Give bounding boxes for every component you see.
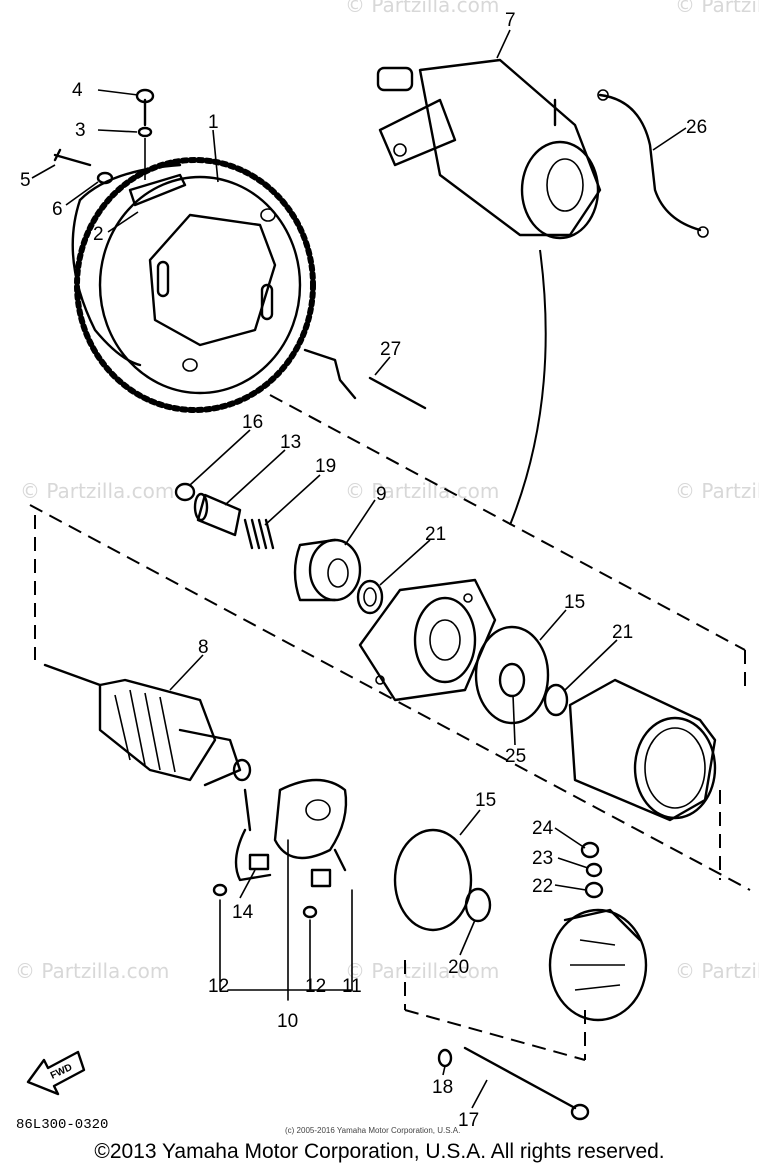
callout-16: 16 — [242, 412, 263, 433]
starter-motor-assembly — [376, 58, 602, 240]
watermark-text: © Partzilla.com — [20, 479, 174, 503]
callout-25: 25 — [505, 746, 526, 767]
oil-seal — [498, 662, 526, 698]
callout-5: 5 — [20, 170, 31, 191]
o-ring — [474, 625, 550, 725]
watermark-text: © Partzilla.com — [15, 959, 169, 983]
armature — [43, 663, 252, 787]
lead-wire — [598, 93, 702, 232]
watermark-text: © Partzilla.com — [675, 959, 759, 983]
callout-7: 7 — [505, 10, 516, 31]
washer — [584, 881, 604, 899]
callout-8: 8 — [198, 637, 209, 658]
watermark-text: © Partzilla.com — [675, 0, 759, 17]
callout-18: 18 — [432, 1077, 453, 1098]
callout-2: 2 — [93, 224, 104, 245]
pinion-clutch — [293, 538, 362, 602]
callout-10: 10 — [277, 1011, 298, 1032]
circlip — [174, 482, 196, 502]
footer-copyright: ©2013 Yamaha Motor Corporation, U.S.A. A… — [94, 1140, 665, 1163]
rear-cover — [548, 908, 648, 1022]
long-bolt — [463, 1046, 590, 1121]
o-ring — [393, 828, 473, 932]
callout-12: 12 — [208, 976, 229, 997]
washer — [543, 683, 569, 717]
callout-14: 14 — [232, 902, 254, 923]
nut — [580, 841, 600, 859]
washer — [585, 862, 603, 878]
group-bracket — [219, 839, 353, 1001]
small-copyright: (c) 2005-2016 Yamaha Motor Corporation, … — [285, 1126, 460, 1135]
washer — [356, 579, 384, 615]
explode-outline — [29, 249, 751, 1061]
callout-27: 27 — [380, 339, 401, 360]
callout-13: 13 — [280, 432, 301, 453]
callout-24: 24 — [532, 818, 554, 839]
callout-23: 23 — [532, 848, 553, 869]
callout-15: 15 — [475, 790, 496, 811]
diagram-code: 86L300-0320 — [16, 1117, 108, 1133]
leader-lines — [31, 29, 687, 1109]
callout-17: 17 — [458, 1110, 479, 1131]
callout-19: 19 — [315, 456, 336, 477]
callout-26: 26 — [686, 117, 707, 138]
callout-20: 20 — [448, 957, 469, 978]
callout-4: 4 — [72, 80, 83, 101]
forward-arrow-icon: FWD — [26, 1050, 86, 1096]
yoke — [568, 678, 717, 822]
callout-15: 15 — [564, 592, 585, 613]
brush-plate — [234, 778, 348, 888]
spring — [302, 905, 318, 919]
sleeve — [193, 492, 242, 537]
watermark-text: © Partzilla.com — [345, 959, 499, 983]
watermark-text: © Partzilla.com — [675, 479, 759, 503]
watermark-text: © Partzilla.com — [345, 479, 499, 503]
front-cover — [358, 578, 497, 702]
callout-1: 1 — [208, 112, 219, 133]
callout-6: 6 — [52, 199, 63, 220]
lead-wire-27 — [303, 348, 427, 410]
spring — [243, 518, 275, 550]
spring — [212, 883, 228, 897]
callout-21: 21 — [425, 524, 446, 545]
washer — [464, 887, 492, 923]
ring-gear-assembly — [71, 157, 316, 413]
callout-11: 11 — [342, 976, 362, 997]
callout-3: 3 — [75, 120, 86, 141]
callout-12: 12 — [305, 976, 326, 997]
callout-9: 9 — [376, 484, 387, 505]
clutch-hardware — [53, 88, 187, 207]
o-ring — [437, 1048, 453, 1068]
watermark-text: © Partzilla.com — [345, 0, 499, 17]
callout-22: 22 — [532, 876, 553, 897]
callout-21: 21 — [612, 622, 633, 643]
